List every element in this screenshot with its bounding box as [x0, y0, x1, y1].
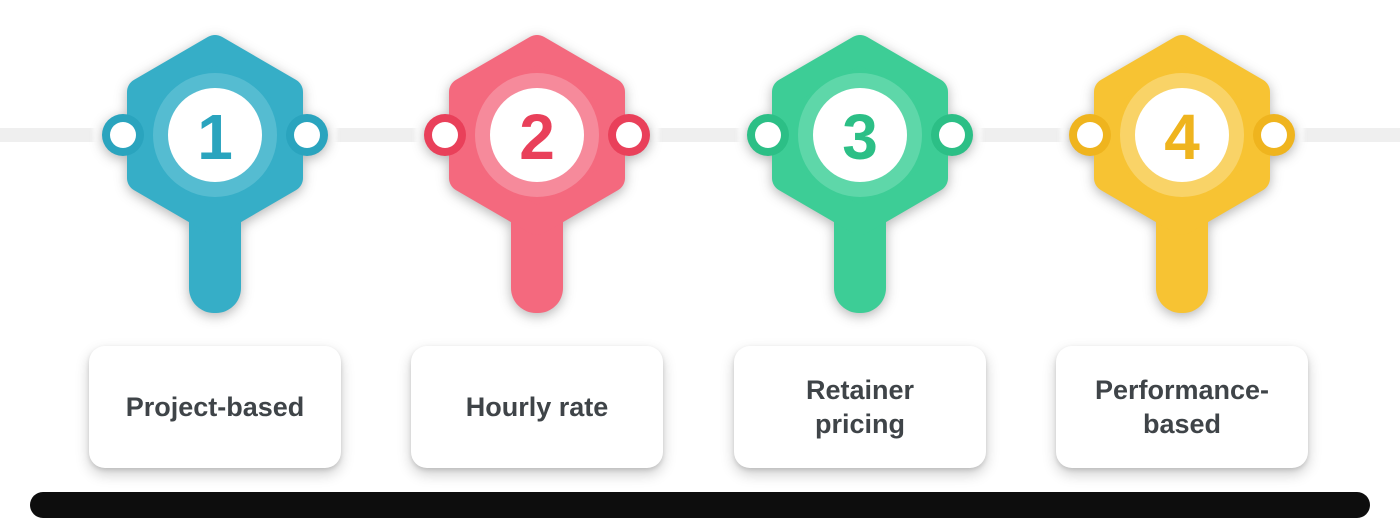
- timeline-dot-right: [294, 122, 320, 148]
- timeline-dot-left: [432, 122, 458, 148]
- timeline-line: [0, 128, 1400, 142]
- step-marker: 3: [747, 35, 973, 313]
- marker-white-disc: [490, 88, 584, 182]
- timeline-dot-right: [616, 122, 642, 148]
- step-label: Hourly rate: [465, 391, 609, 422]
- step-4: 4 Performance- based: [1056, 0, 1308, 518]
- timeline-fade: [93, 125, 103, 145]
- marker-white-disc: [813, 88, 907, 182]
- step-marker: 1: [102, 35, 328, 313]
- step-label: Performance- based: [1094, 374, 1270, 439]
- step-3: 3 Retainer pricing: [734, 0, 986, 518]
- timeline-fade: [1060, 125, 1070, 145]
- step-2: 2 Hourly rate: [411, 0, 663, 518]
- step-label-card: Performance- based: [1056, 346, 1308, 468]
- step-label: Project-based: [125, 391, 305, 422]
- marker-white-disc: [168, 88, 262, 182]
- step-label-card: Retainer pricing: [734, 346, 986, 468]
- step-marker: 2: [424, 35, 650, 313]
- step-marker: 4: [1069, 35, 1295, 313]
- timeline-fade: [738, 125, 748, 145]
- timeline-fade: [972, 125, 982, 145]
- step-number: 3: [842, 101, 878, 173]
- step-label-card: Hourly rate: [411, 346, 663, 468]
- marker-white-disc: [1135, 88, 1229, 182]
- step-number: 2: [519, 101, 555, 173]
- timeline-dot-left: [755, 122, 781, 148]
- timeline-dot-left: [110, 122, 136, 148]
- timeline-fade: [649, 125, 659, 145]
- timeline-fade: [327, 125, 337, 145]
- bottom-bar: [30, 492, 1370, 518]
- step-label: Retainer pricing: [805, 374, 915, 439]
- step-label-card: Project-based: [89, 346, 341, 468]
- timeline-fade: [415, 125, 425, 145]
- timeline-fade: [1294, 125, 1304, 145]
- timeline-dot-left: [1077, 122, 1103, 148]
- step-number: 1: [197, 101, 233, 173]
- timeline-dot-right: [1261, 122, 1287, 148]
- step-1: 1 Project-based: [89, 0, 341, 518]
- step-number: 4: [1164, 101, 1200, 173]
- timeline-dot-right: [939, 122, 965, 148]
